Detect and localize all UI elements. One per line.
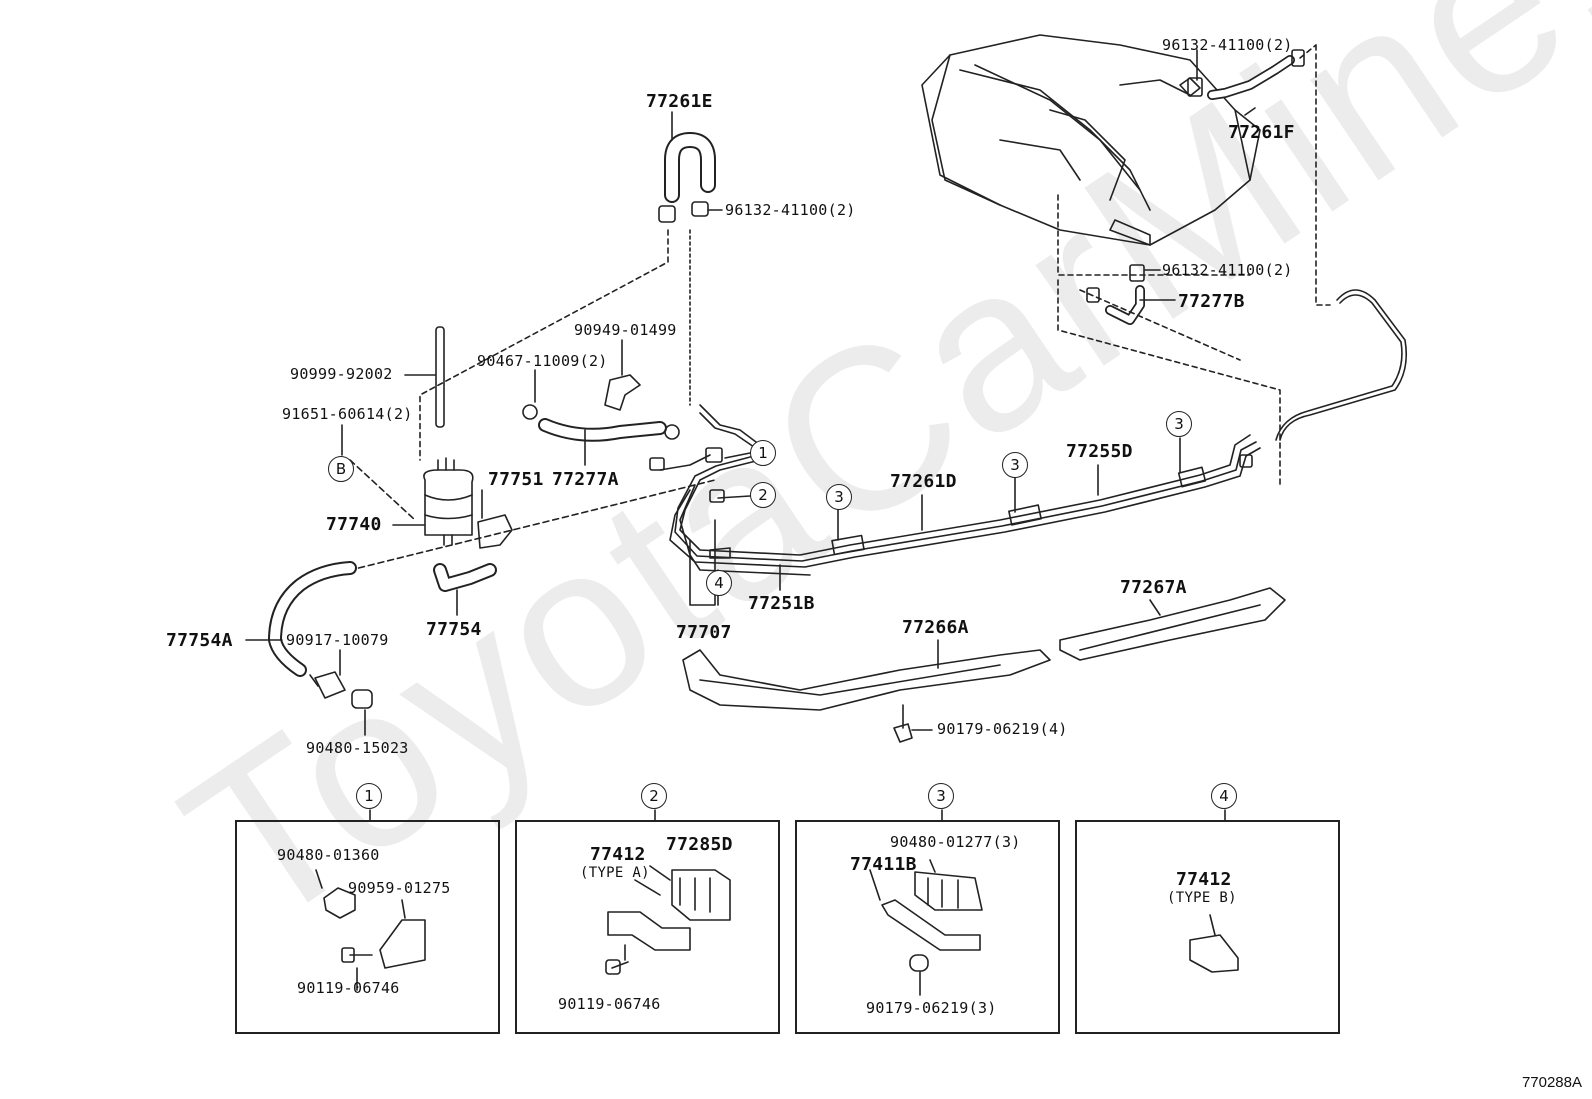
inset1-label-b: 90959-01275 [348,879,451,897]
label-77255D: 77255D [1066,441,1133,462]
marker-3-inset: 3 [928,783,954,809]
label-96132-tank-top: 96132-41100(2) [1162,36,1293,54]
label-90467: 90467-11009(2) [477,352,608,370]
inset2-label-b: 77285D [666,834,733,855]
label-90480-15023: 90480-15023 [306,739,409,757]
inset1-label-a: 90480-01360 [277,846,380,864]
inset2-label-a-sub: (TYPE A) [580,865,650,881]
label-77261E: 77261E [646,91,713,112]
marker-1-inset: 1 [356,783,382,809]
inset-box-1 [235,820,500,1034]
marker-3-main-a: 3 [826,484,852,510]
label-90949: 90949-01499 [574,321,677,339]
label-77261F: 77261F [1228,122,1295,143]
diagram-code: 770288A [1521,1074,1582,1091]
marker-2-main: 2 [750,482,776,508]
marker-3-main-b: 3 [1002,452,1028,478]
inset3-label-a: 90480-01277(3) [890,833,1021,851]
inset3-label-c: 90179-06219(3) [866,999,997,1017]
label-77707: 77707 [676,622,732,643]
label-77267A: 77267A [1120,577,1187,598]
inset4-label-a: 77412 [1176,869,1232,890]
label-90917: 90917-10079 [286,631,389,649]
label-77751: 77751 [488,469,544,490]
label-77266A: 77266A [902,617,969,638]
marker-B: B [328,456,354,482]
label-90179-main: 90179-06219(4) [937,720,1068,738]
label-77754: 77754 [426,619,482,640]
inset4-label-a-sub: (TYPE B) [1167,890,1237,906]
marker-3-main-c: 3 [1166,411,1192,437]
label-77277A: 77277A [552,469,619,490]
inset2-label-a: 77412 [590,844,646,865]
inset1-label-c: 90119-06746 [297,979,400,997]
label-77251B: 77251B [748,593,815,614]
marker-4-inset: 4 [1211,783,1237,809]
inset-box-2 [515,820,780,1034]
fuel-tank-drawing [921,34,1261,246]
label-77740: 77740 [326,514,382,535]
marker-4-main: 4 [706,570,732,596]
label-96132-tank-bottom: 96132-41100(2) [1162,261,1293,279]
label-91651: 91651-60614(2) [282,405,413,423]
label-77754A: 77754A [166,630,233,651]
label-96132-top: 96132-41100(2) [725,201,856,219]
label-77277B: 77277B [1178,291,1245,312]
inset3-label-b: 77411B [850,854,917,875]
inset-box-4 [1075,820,1340,1034]
label-77261D: 77261D [890,471,957,492]
inset2-label-c: 90119-06746 [558,995,661,1013]
label-90999: 90999-92002 [290,365,393,383]
marker-2-inset: 2 [641,783,667,809]
inset-box-3 [795,820,1060,1034]
marker-1-main: 1 [750,440,776,466]
